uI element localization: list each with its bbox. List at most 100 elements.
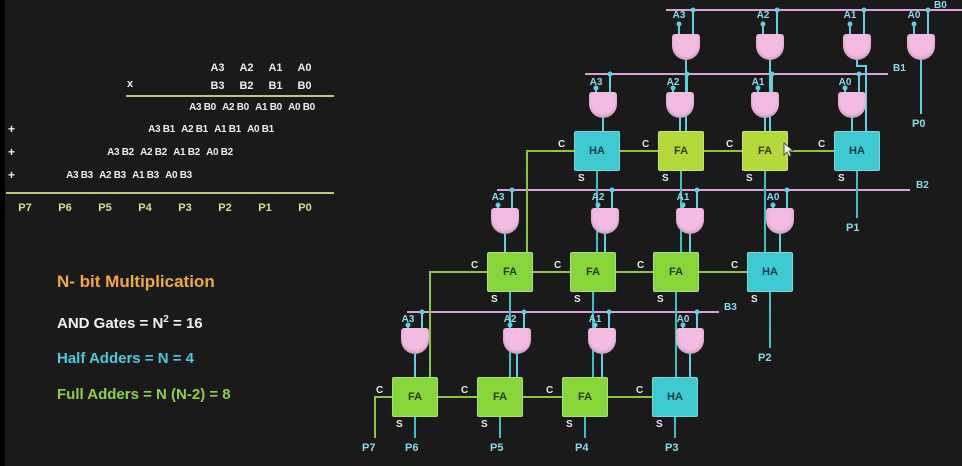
product-label: P1 [846, 222, 860, 234]
plus-sign: + [8, 145, 16, 159]
b-input-label: B0 [934, 0, 947, 11]
and-gate [843, 34, 871, 60]
carry-label: C [558, 139, 566, 150]
a-input-label: A0 [676, 314, 690, 325]
a-input-label: A2 [666, 77, 680, 88]
partial-product: A2 B0 [222, 102, 249, 113]
mouse-cursor-icon [783, 142, 794, 158]
table-rule-top [126, 95, 334, 97]
partial-product: A0 B3 [165, 170, 192, 181]
half-adder: HA [652, 377, 698, 417]
product-bit: P5 [98, 202, 112, 214]
partial-product-row: A3 B0 A2 B0 A1 B0 A0 B0 [186, 102, 318, 113]
a-input-label: A3 [491, 192, 505, 203]
a-input-label: A0 [838, 77, 852, 88]
carry-label: C [726, 139, 734, 150]
carry-label: C [818, 139, 826, 150]
product-label: P4 [575, 442, 589, 454]
and-gates-value: = 16 [168, 315, 203, 332]
and-gates-text: AND Gates = N [57, 315, 164, 332]
multiplicand-bit: A0 [297, 62, 312, 74]
sum-label: S [657, 294, 664, 305]
partial-product: A0 B1 [247, 124, 274, 135]
table-rule-bottom [6, 192, 334, 194]
carry-label: C [554, 260, 562, 271]
sum-label: S [838, 173, 845, 184]
carry-label: C [731, 260, 739, 271]
product-bit: P7 [18, 202, 32, 214]
product-bit: P3 [178, 202, 192, 214]
partial-product-row: A3 B3 A2 B3 A1 B3 A0 B3 [63, 170, 195, 181]
and-gate [676, 208, 704, 234]
multiplier-row: B3 B2 B1 B0 [203, 80, 319, 92]
and-gate [766, 208, 794, 234]
partial-product: A0 B2 [206, 147, 233, 158]
product-bit: P2 [218, 202, 232, 214]
a-input-label: A3 [672, 10, 686, 21]
partial-product: A2 B2 [140, 147, 167, 158]
and-gate [676, 328, 704, 354]
sum-label: S [746, 173, 753, 184]
and-gate [838, 92, 866, 118]
and-gate [907, 34, 935, 60]
carry-label: C [546, 385, 554, 396]
and-gate [672, 34, 700, 60]
carry-label: C [637, 260, 645, 271]
and-gate [401, 328, 429, 354]
a-input-label: A3 [589, 77, 603, 88]
plus-sign: + [8, 122, 16, 136]
a-input-label: A1 [588, 314, 602, 325]
multiplicand-bit: A1 [268, 62, 283, 74]
full-adder: FA [562, 377, 608, 417]
full-adder: FA [570, 252, 616, 292]
carry-label: C [642, 139, 650, 150]
product-bit: P0 [298, 202, 312, 214]
times-sign: x [127, 78, 134, 90]
product-label: P5 [490, 442, 504, 454]
a-input-label: A1 [843, 10, 857, 21]
full-adder: FA [653, 252, 699, 292]
full-adder: FA [477, 377, 523, 417]
full-adder: FA [392, 377, 438, 417]
multiplicand-bit: A3 [210, 62, 225, 74]
product-row: P7 P6 P5 P4 P3 P2 P1 P0 [5, 202, 325, 214]
sum-label: S [566, 419, 573, 430]
partial-product: A1 B3 [132, 170, 159, 181]
and-gate [589, 92, 617, 118]
partial-product: A1 B1 [214, 124, 241, 135]
partial-product: A3 B0 [189, 102, 216, 113]
half-adders-count: Half Adders = N = 4 [57, 350, 194, 367]
product-label: P3 [665, 442, 679, 454]
sum-label: S [656, 419, 663, 430]
multiplicand-bit: A2 [239, 62, 254, 74]
a-input-label: A2 [756, 10, 770, 21]
partial-product-row: A3 B2 A2 B2 A1 B2 A0 B2 [104, 147, 236, 158]
partial-product: A1 B2 [173, 147, 200, 158]
carry-label: C [636, 385, 644, 396]
partial-product: A3 B2 [107, 147, 134, 158]
full-adder: FA [487, 252, 533, 292]
product-bit: P1 [258, 202, 272, 214]
carry-label: C [471, 260, 479, 271]
full-adder: FA [742, 131, 788, 171]
full-adder: FA [658, 131, 704, 171]
b-input-label: B1 [893, 63, 906, 74]
b-input-label: B3 [724, 302, 737, 313]
and-gate [503, 328, 531, 354]
and-gate [588, 328, 616, 354]
sum-label: S [751, 294, 758, 305]
product-label: P2 [758, 352, 772, 364]
exponent: 2 [163, 314, 169, 325]
a-input-label: A0 [907, 10, 921, 21]
and-gate [591, 208, 619, 234]
product-label: P6 [405, 442, 419, 454]
half-adder: HA [574, 131, 620, 171]
a-input-label: A1 [676, 192, 690, 203]
left-edge-strip [0, 0, 5, 466]
and-gate [491, 208, 519, 234]
a-input-label: A2 [503, 314, 517, 325]
product-label: P7 [362, 442, 376, 454]
plus-sign: + [8, 168, 16, 182]
a-input-label: A2 [591, 192, 605, 203]
